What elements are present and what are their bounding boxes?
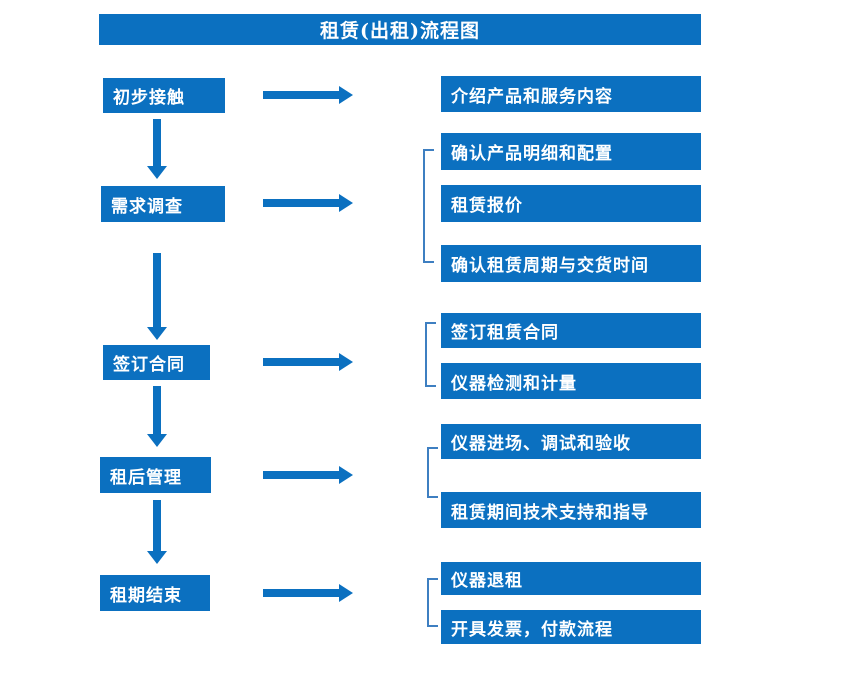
detail-box-instrument-return: 仪器退租 [441,562,701,595]
arrow-head [147,551,167,564]
step-box-sign-contract: 签订合同 [103,345,210,380]
arrow-head [147,327,167,340]
step-box-rental-end: 租期结束 [100,575,210,611]
arrow-head [339,194,353,212]
right-arrow-icon [263,353,353,371]
right-arrow-icon [263,194,353,212]
arrow-head [339,584,353,602]
arrow-shaft [153,386,161,435]
right-arrow-icon [263,86,353,104]
group-bracket [427,578,438,627]
detail-box-instrument-inspection: 仪器检测和计量 [441,363,701,399]
arrow-shaft [263,358,340,366]
arrow-shaft [153,253,161,328]
arrow-shaft [263,471,340,479]
detail-box-instrument-setup: 仪器进场、调试和验收 [441,424,701,459]
arrow-head [339,353,353,371]
right-arrow-icon [263,466,353,484]
detail-box-sign-rental-contract: 签订租赁合同 [441,313,701,348]
arrow-shaft [263,589,340,597]
arrow-shaft [153,119,161,167]
detail-box-confirm-rental-period: 确认租赁周期与交货时间 [441,245,701,282]
down-arrow-icon [147,253,167,340]
arrow-shaft [263,91,340,99]
detail-box-invoice-payment: 开具发票，付款流程 [441,610,701,644]
right-arrow-icon [263,584,353,602]
detail-box-technical-support: 租赁期间技术支持和指导 [441,492,701,528]
arrow-head [147,434,167,447]
group-bracket [423,149,434,263]
flowchart-title: 租赁(出租)流程图 [99,14,701,45]
detail-box-confirm-product-details: 确认产品明细和配置 [441,133,701,170]
arrow-head [339,86,353,104]
step-box-demand-survey: 需求调查 [101,186,225,222]
arrow-shaft [263,199,340,207]
detail-box-introduce-products: 介绍产品和服务内容 [441,76,701,112]
arrow-head [339,466,353,484]
step-box-post-rental-management: 租后管理 [100,457,211,493]
group-bracket [425,322,436,387]
down-arrow-icon [147,119,167,179]
arrow-shaft [153,500,161,552]
detail-box-rental-quotation: 租赁报价 [441,185,701,222]
down-arrow-icon [147,500,167,564]
group-bracket [427,447,438,498]
arrow-head [147,166,167,179]
down-arrow-icon [147,386,167,447]
step-box-initial-contact: 初步接触 [103,78,225,113]
